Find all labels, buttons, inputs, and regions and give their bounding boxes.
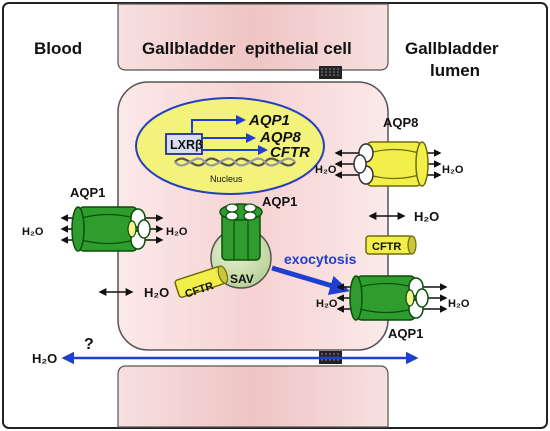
neighbor-cell-bottom (117, 365, 389, 428)
gene-aqp1: AQP1 (248, 112, 290, 129)
dna-helix-icon (174, 157, 296, 167)
h2o-aqp8-right: H₂O (442, 164, 464, 176)
aqp1-vesicle-channel (219, 203, 263, 261)
aqp1-apical-channel (336, 275, 448, 321)
gene-cftr: CFTR (270, 144, 310, 161)
lumen-label-line2: lumen (430, 61, 480, 80)
exocytosis-label: exocytosis (284, 251, 357, 267)
gene-arrow-aqp1 (191, 115, 246, 134)
h2o-mid-apical: H₂O (414, 209, 439, 224)
sav-label: SAV (230, 272, 254, 286)
h2o-baso-left: H₂O (22, 226, 44, 238)
lxr-beta-label: LXRβ (170, 138, 203, 152)
blood-label: Blood (34, 39, 82, 58)
h2o-baso-right: H₂O (166, 226, 188, 238)
cftr-vesicle-channel (174, 265, 229, 298)
h2o-aqp1-apical-left: H₂O (316, 298, 338, 310)
gene-aqp8: AQP8 (259, 129, 302, 146)
exocytosis-arrow (271, 265, 350, 296)
aqp1-basolateral-label: AQP1 (70, 185, 105, 200)
cftr-apical-channel (365, 235, 417, 255)
cell-label: Gallbladder epithelial cell (142, 39, 352, 58)
nucleus-label: Nucleus (210, 174, 243, 184)
h2o-paracellular: H₂O (32, 351, 57, 366)
aqp1-vesicle-label: AQP1 (262, 194, 297, 209)
aqp8-apical-channel (334, 141, 442, 187)
h2o-aqp8-left: H₂O (315, 164, 337, 176)
paracellular-question: ? (84, 336, 94, 353)
h2o-cytoplasm: H₂O (144, 285, 169, 300)
aqp1-basolateral-channel (60, 206, 164, 252)
h2o-aqp1-apical-right: H₂O (448, 298, 470, 310)
lxr-beta-box (165, 133, 203, 155)
cftr-apical-label: CFTR (372, 241, 401, 253)
aqp8-apical-label: AQP8 (383, 115, 418, 130)
nucleus (135, 97, 325, 195)
tight-junction-top (319, 66, 342, 79)
aqp1-apical-label: AQP1 (388, 326, 423, 341)
lumen-label-line1: Gallbladder (405, 39, 499, 58)
neighbor-cell-top (117, 3, 389, 71)
